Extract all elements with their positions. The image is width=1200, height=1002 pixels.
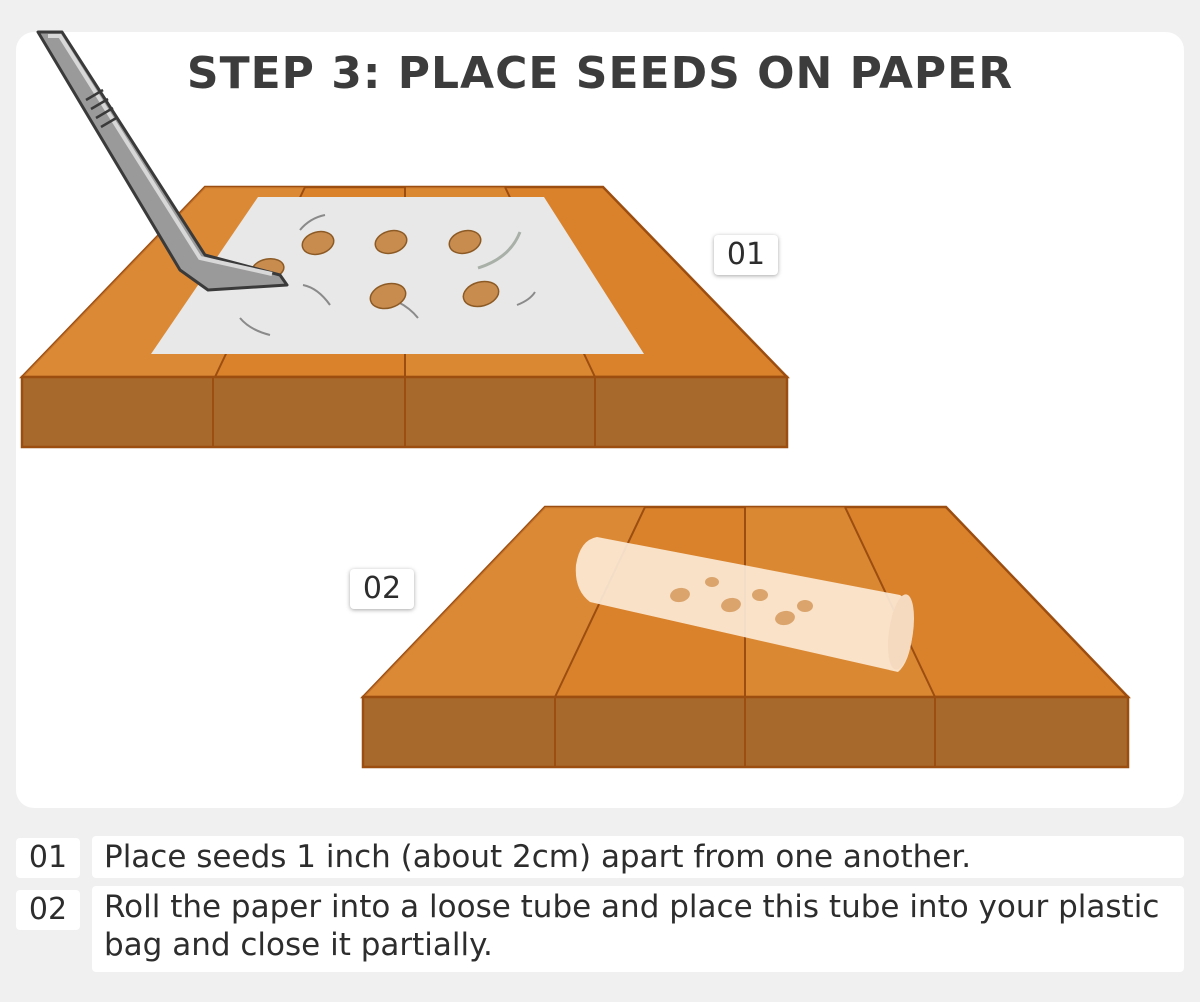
seed <box>721 597 741 613</box>
paper-sheet <box>151 197 644 354</box>
paper-tube <box>575 537 915 672</box>
illustration-number-1: 01 <box>714 235 778 275</box>
seed <box>752 589 768 601</box>
seed <box>448 229 482 255</box>
illustration-number-2: 02 <box>350 569 414 609</box>
seed <box>374 229 408 255</box>
tweezers-icon <box>36 30 289 292</box>
seed <box>369 282 407 310</box>
step-number: 01 <box>16 838 80 878</box>
seed <box>462 280 500 308</box>
seed <box>797 600 813 612</box>
step-text: Roll the paper into a loose tube and pla… <box>92 886 1184 972</box>
seed <box>670 587 690 603</box>
seed <box>775 610 795 626</box>
seed <box>705 577 719 587</box>
step-text: Place seeds 1 inch (about 2cm) apart fro… <box>92 836 1184 878</box>
page-title: STEP 3: PLACE SEEDS ON PAPER <box>186 48 1014 99</box>
seed <box>301 230 335 256</box>
step-number: 02 <box>16 890 80 930</box>
